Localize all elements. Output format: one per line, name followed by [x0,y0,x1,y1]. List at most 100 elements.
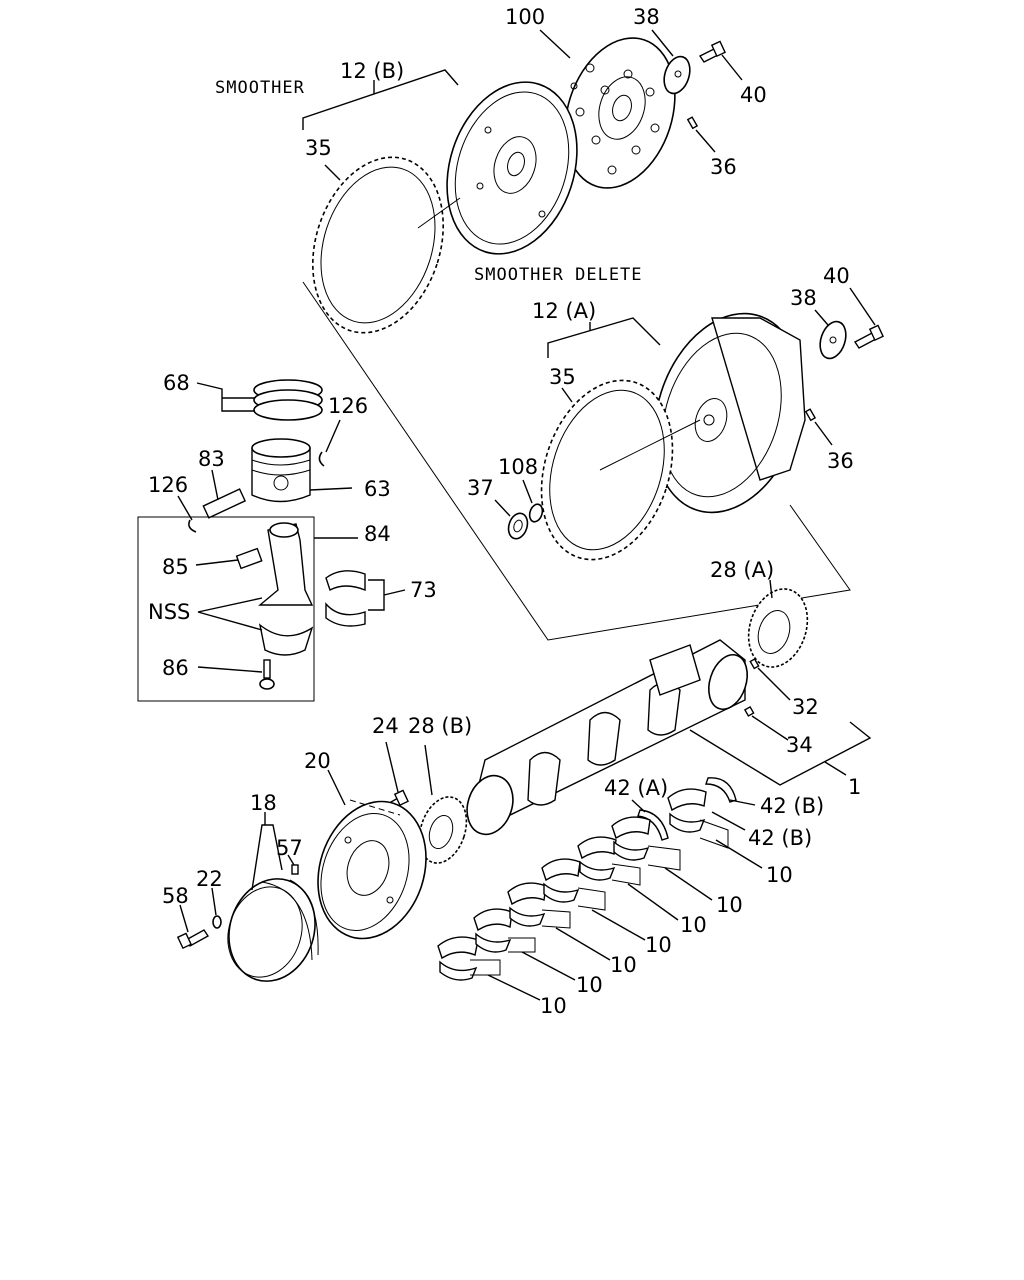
main-bearing-part-10-row-6 [611,816,681,871]
snap-ring-part-126-left [188,519,197,533]
timing-gear-part-28b [418,796,468,864]
axis-line-upper [417,197,461,229]
thrust-washer-part-42b-upper [705,777,737,803]
leader-10-b [521,951,576,981]
label-83: 83 [198,447,225,471]
main-bearing-part-10-row-4 [541,858,606,911]
leader-10-f [664,867,713,901]
smoother-caption: SMOOTHER [215,78,305,98]
label-12a: 12 (A) [532,299,596,323]
label-24: 24 [372,714,399,738]
leader-58 [179,904,189,933]
label-18: 18 [250,791,277,815]
label-1: 1 [848,775,861,799]
leader-126-right [325,419,341,453]
conrod-bearing-part-73 [325,570,366,627]
label-10-c: 10 [610,953,637,977]
label-42b-lower: 42 (B) [748,826,812,850]
pin-part-36-mid [804,408,817,422]
label-40-top: 40 [740,83,767,107]
label-58: 58 [162,884,189,908]
piston-pin-part-83 [202,488,247,519]
ring-gear-part-35-top [312,156,444,334]
label-84: 84 [364,522,391,546]
leader-28a [769,579,773,599]
bushing-part-85 [235,547,263,570]
washer-plate-part-38-top [663,55,691,95]
label-68: 68 [163,371,190,395]
leader-35-mid [561,387,573,403]
leader-126-left [177,495,193,521]
snap-ring-part-108 [528,503,544,523]
bracket-12a [547,317,661,358]
pin-part-32 [749,658,760,670]
main-bearing-part-10-row-3 [507,882,571,929]
leader-86 [197,666,263,673]
leader-38-mid [814,309,829,326]
label-126-right: 126 [328,394,368,418]
leader-68 [196,382,255,412]
leader-42a [631,799,646,813]
label-nss: NSS [148,600,190,624]
label-37: 37 [467,476,494,500]
label-28a: 28 (A) [710,558,774,582]
leader-34 [751,715,789,741]
label-12b: 12 (B) [340,59,404,83]
label-36-top: 36 [710,155,737,179]
bolt-part-40-top [698,40,726,63]
label-85: 85 [162,555,189,579]
label-42a: 42 (A) [604,776,668,800]
leader-42b-upper [729,799,756,806]
leader-40-mid [849,287,876,326]
plug-part-34 [743,705,755,717]
label-10-b: 10 [576,973,603,997]
leader-36-top [695,129,716,153]
connecting-rod-box [137,516,315,702]
leader-24 [385,741,399,793]
leader-38-top [651,29,674,57]
main-bearing-part-10-row-1 [437,936,501,981]
leader-83 [211,469,219,501]
label-100: 100 [505,5,545,29]
leader-20 [327,769,346,806]
label-73: 73 [410,578,437,602]
label-35-mid: 35 [549,365,576,389]
label-22: 22 [196,867,223,891]
snap-ring-part-126-right [318,451,325,467]
key-part-57 [291,864,299,875]
ring-gear-part-35-mid [540,379,674,561]
bolt-part-40-mid [853,324,884,349]
label-38-mid: 38 [790,286,817,310]
label-32: 32 [792,695,819,719]
main-bearing-part-10-row-2 [473,908,536,953]
label-57: 57 [276,836,303,860]
flywheel-part-12a [653,312,806,514]
leader-42b-lower [711,811,746,831]
leader-35-top [324,164,341,181]
main-bearing-part-10-row-5 [577,836,641,886]
leader-85 [195,559,239,566]
assembly-boundary [302,281,851,641]
pilot-bearing-part-37 [507,512,529,540]
washer-part-22 [212,915,222,929]
label-10-g: 10 [766,863,793,887]
label-10-a: 10 [540,994,567,1018]
leader-36-mid [814,421,833,446]
main-bearing-part-10-row-7 [667,788,729,849]
label-108: 108 [498,455,538,479]
pulley-part-18 [227,878,319,982]
label-40-mid: 40 [823,264,850,288]
bolt-part-58 [176,929,210,950]
leader-57 [287,854,295,866]
label-42b-upper: 42 (B) [760,794,824,818]
label-34: 34 [786,733,813,757]
flywheel-part-12b [446,81,578,255]
leader-10-g [715,839,763,869]
leader-10-c [555,927,611,961]
flexplate-part-100 [564,37,676,189]
axis-line-lower [349,799,401,816]
leader-28b [424,744,433,796]
label-63: 63 [364,477,391,501]
leader-10-e [627,883,679,921]
